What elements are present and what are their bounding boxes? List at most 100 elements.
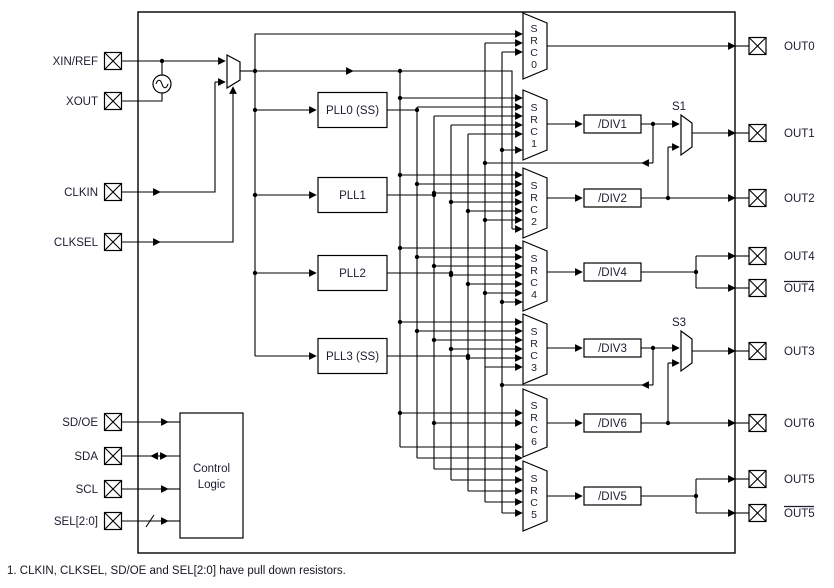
selector-muxes: S1 S3 [672, 101, 693, 373]
pin-sda: SDA [74, 446, 123, 466]
pin-out5b: OUT5 [748, 503, 815, 523]
src1-mux: S R C 1 [522, 89, 548, 161]
left-pins: XIN/REF XOUT CLKIN CLKSEL SD/OE SDA [53, 51, 123, 531]
pll-blocks: PLL0 (SS) PLL1 PLL2 PLL3 (SS) [317, 91, 388, 375]
src2-mux: S R C 2 [522, 167, 548, 239]
pll2-label: PLL2 [339, 268, 366, 280]
output-wiring [485, 42, 749, 517]
bus-slash-icon [145, 514, 155, 528]
divider-blocks: /DIV1 /DIV2 /DIV4 /DIV3 /DIV6 /DIV5 [583, 114, 642, 506]
pin-label-sel: SEL[2:0] [54, 516, 98, 528]
pin-label-clksel: CLKSEL [54, 237, 99, 249]
pin-label-out0: OUT0 [784, 41, 815, 53]
s3-mux [680, 329, 693, 373]
pin-label-out6: OUT6 [784, 418, 815, 430]
pin-sel: SEL[2:0] [54, 511, 123, 531]
ref-net [240, 30, 523, 360]
pin-out1: OUT1 [748, 123, 815, 143]
pin-label-out1: OUT1 [784, 128, 815, 140]
src5-letter: S [530, 473, 537, 485]
pin-out2: OUT2 [748, 188, 815, 208]
src4-letter: R [530, 265, 538, 277]
pll1-label: PLL1 [339, 190, 366, 202]
src5-letter: 5 [531, 509, 537, 521]
pin-label-sd-oe: SD/OE [62, 417, 98, 429]
src0-letter: C [530, 47, 538, 59]
pin-label-xin-ref: XIN/REF [53, 56, 98, 68]
src3-letter: R [530, 338, 538, 350]
s3-label: S3 [672, 317, 686, 329]
src2-letter: S [530, 180, 537, 192]
pin-out5: OUT5 [748, 469, 815, 489]
control-logic-label-2: Logic [198, 479, 226, 491]
src2-letter: R [530, 192, 538, 204]
src0-letter: R [530, 35, 538, 47]
src4-mux: S R C 4 [522, 240, 548, 312]
src2-letter: 2 [531, 216, 537, 228]
src2-letter: C [530, 204, 538, 216]
pin-out3: OUT3 [748, 341, 815, 361]
pin-sd-oe: SD/OE [62, 412, 123, 432]
src3-letter: S [530, 326, 537, 338]
src6-letter: C [530, 424, 538, 436]
input-wiring [121, 57, 237, 246]
input-ref-mux [226, 53, 241, 90]
src4-letter: 4 [531, 289, 537, 301]
src3-letter: C [530, 350, 538, 362]
control-logic: Control Logic [179, 412, 244, 539]
src5-letter: C [530, 497, 538, 509]
pin-label-out5: OUT5 [784, 474, 815, 486]
chip-boundary [137, 11, 736, 554]
pin-label-scl: SCL [76, 484, 99, 496]
s1-label: S1 [672, 101, 686, 113]
pin-xin-ref: XIN/REF [53, 51, 123, 71]
src6-mux: S R C 6 [522, 388, 548, 458]
pin-out6: OUT6 [748, 413, 815, 433]
pin-label-out4: OUT4 [784, 251, 815, 263]
div4-label: /DIV4 [598, 267, 627, 279]
pin-label-out2: OUT2 [784, 193, 815, 205]
src6-letter: S [530, 400, 537, 412]
src6-letter: R [530, 412, 538, 424]
src0-letter: S [530, 23, 537, 35]
pin-label-out3: OUT3 [784, 346, 815, 358]
div6-label: /DIV6 [598, 418, 627, 430]
src3-mux: S R C 3 [522, 313, 548, 385]
pin-label-out4b: OUT4 [784, 283, 815, 295]
src1-letter: R [530, 114, 538, 126]
pll3-label: PLL3 (SS) [326, 351, 379, 363]
pll0-label: PLL0 (SS) [326, 105, 379, 117]
div5-label: /DIV5 [598, 491, 627, 503]
junction-dots [159, 58, 699, 499]
pin-out4: OUT4 [748, 246, 815, 266]
src1-letter: C [530, 126, 538, 138]
crystal-oscillator [121, 61, 172, 102]
pin-label-xout: XOUT [66, 96, 98, 108]
control-wiring [121, 418, 180, 528]
pin-label-sda: SDA [74, 451, 98, 463]
src1-letter: 1 [531, 138, 537, 150]
control-logic-block [179, 412, 244, 539]
clock-bus-wiring [387, 39, 523, 517]
footnote: 1. CLKIN, CLKSEL, SD/OE and SEL[2:0] hav… [7, 565, 346, 577]
src5-letter: R [530, 485, 538, 497]
right-pins: OUT0 OUT1 OUT2 OUT4 OUT4 OUT3 [748, 36, 815, 523]
src1-letter: S [530, 102, 537, 114]
pll0-block [317, 91, 388, 129]
control-logic-label-1: Control [193, 463, 230, 475]
div3-label: /DIV3 [598, 343, 627, 355]
pin-clkin: CLKIN [64, 182, 123, 202]
src-muxes: S R C 0 S R C 1 S R C 2 S R C 4 S [522, 12, 548, 532]
src3-letter: 3 [531, 362, 537, 374]
div1-label: /DIV1 [598, 119, 627, 131]
src4-letter: C [530, 277, 538, 289]
pin-clksel: CLKSEL [54, 232, 123, 252]
pin-label-clkin: CLKIN [64, 187, 98, 199]
pin-out4b: OUT4 [748, 278, 815, 298]
s1-mux [680, 113, 693, 157]
pll1-block [317, 176, 388, 214]
pin-label-out5b: OUT5 [784, 508, 815, 520]
src5-mux: S R C 5 [522, 460, 548, 532]
